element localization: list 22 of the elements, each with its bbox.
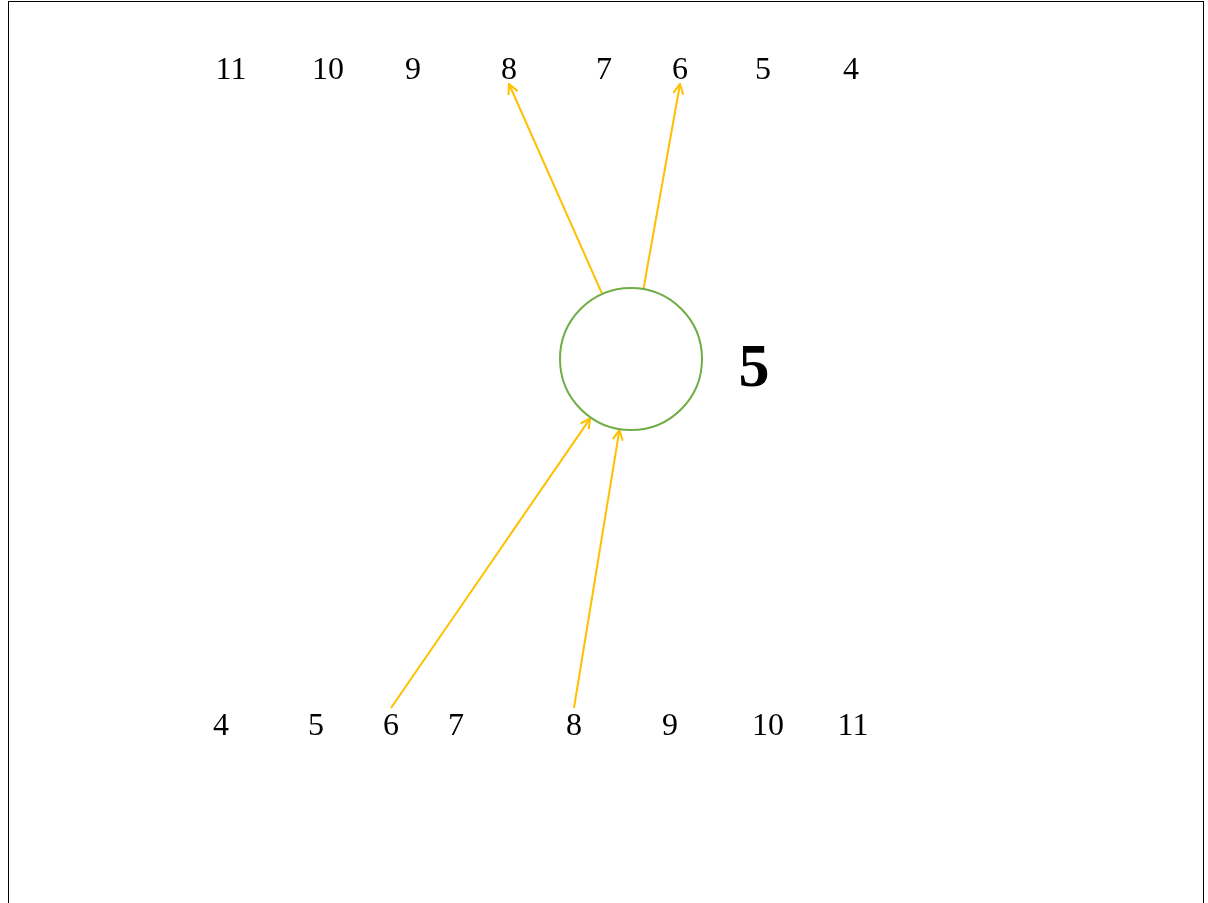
number-label: 10	[312, 52, 344, 84]
number-label: 11	[215, 52, 247, 84]
number-label: 10	[752, 708, 784, 740]
number-label: 9	[662, 708, 678, 740]
number-label: 9	[405, 52, 421, 84]
number-label: 6	[383, 708, 399, 740]
arrow	[507, 83, 603, 295]
number-label: 5	[755, 52, 771, 84]
number-label: 7	[448, 708, 464, 740]
number-label: 4	[213, 708, 229, 740]
number-label: 11	[837, 708, 869, 740]
number-label: 8	[501, 52, 517, 84]
number-label: 5	[308, 708, 324, 740]
arrow	[390, 417, 592, 709]
number-label: 4	[843, 52, 859, 84]
number-caption: 5	[738, 334, 770, 396]
circle-node	[559, 287, 703, 431]
arrow	[573, 429, 624, 709]
number-label: 7	[596, 52, 612, 84]
number-label: 6	[672, 52, 688, 84]
arrow	[642, 83, 685, 290]
number-label: 8	[566, 708, 582, 740]
